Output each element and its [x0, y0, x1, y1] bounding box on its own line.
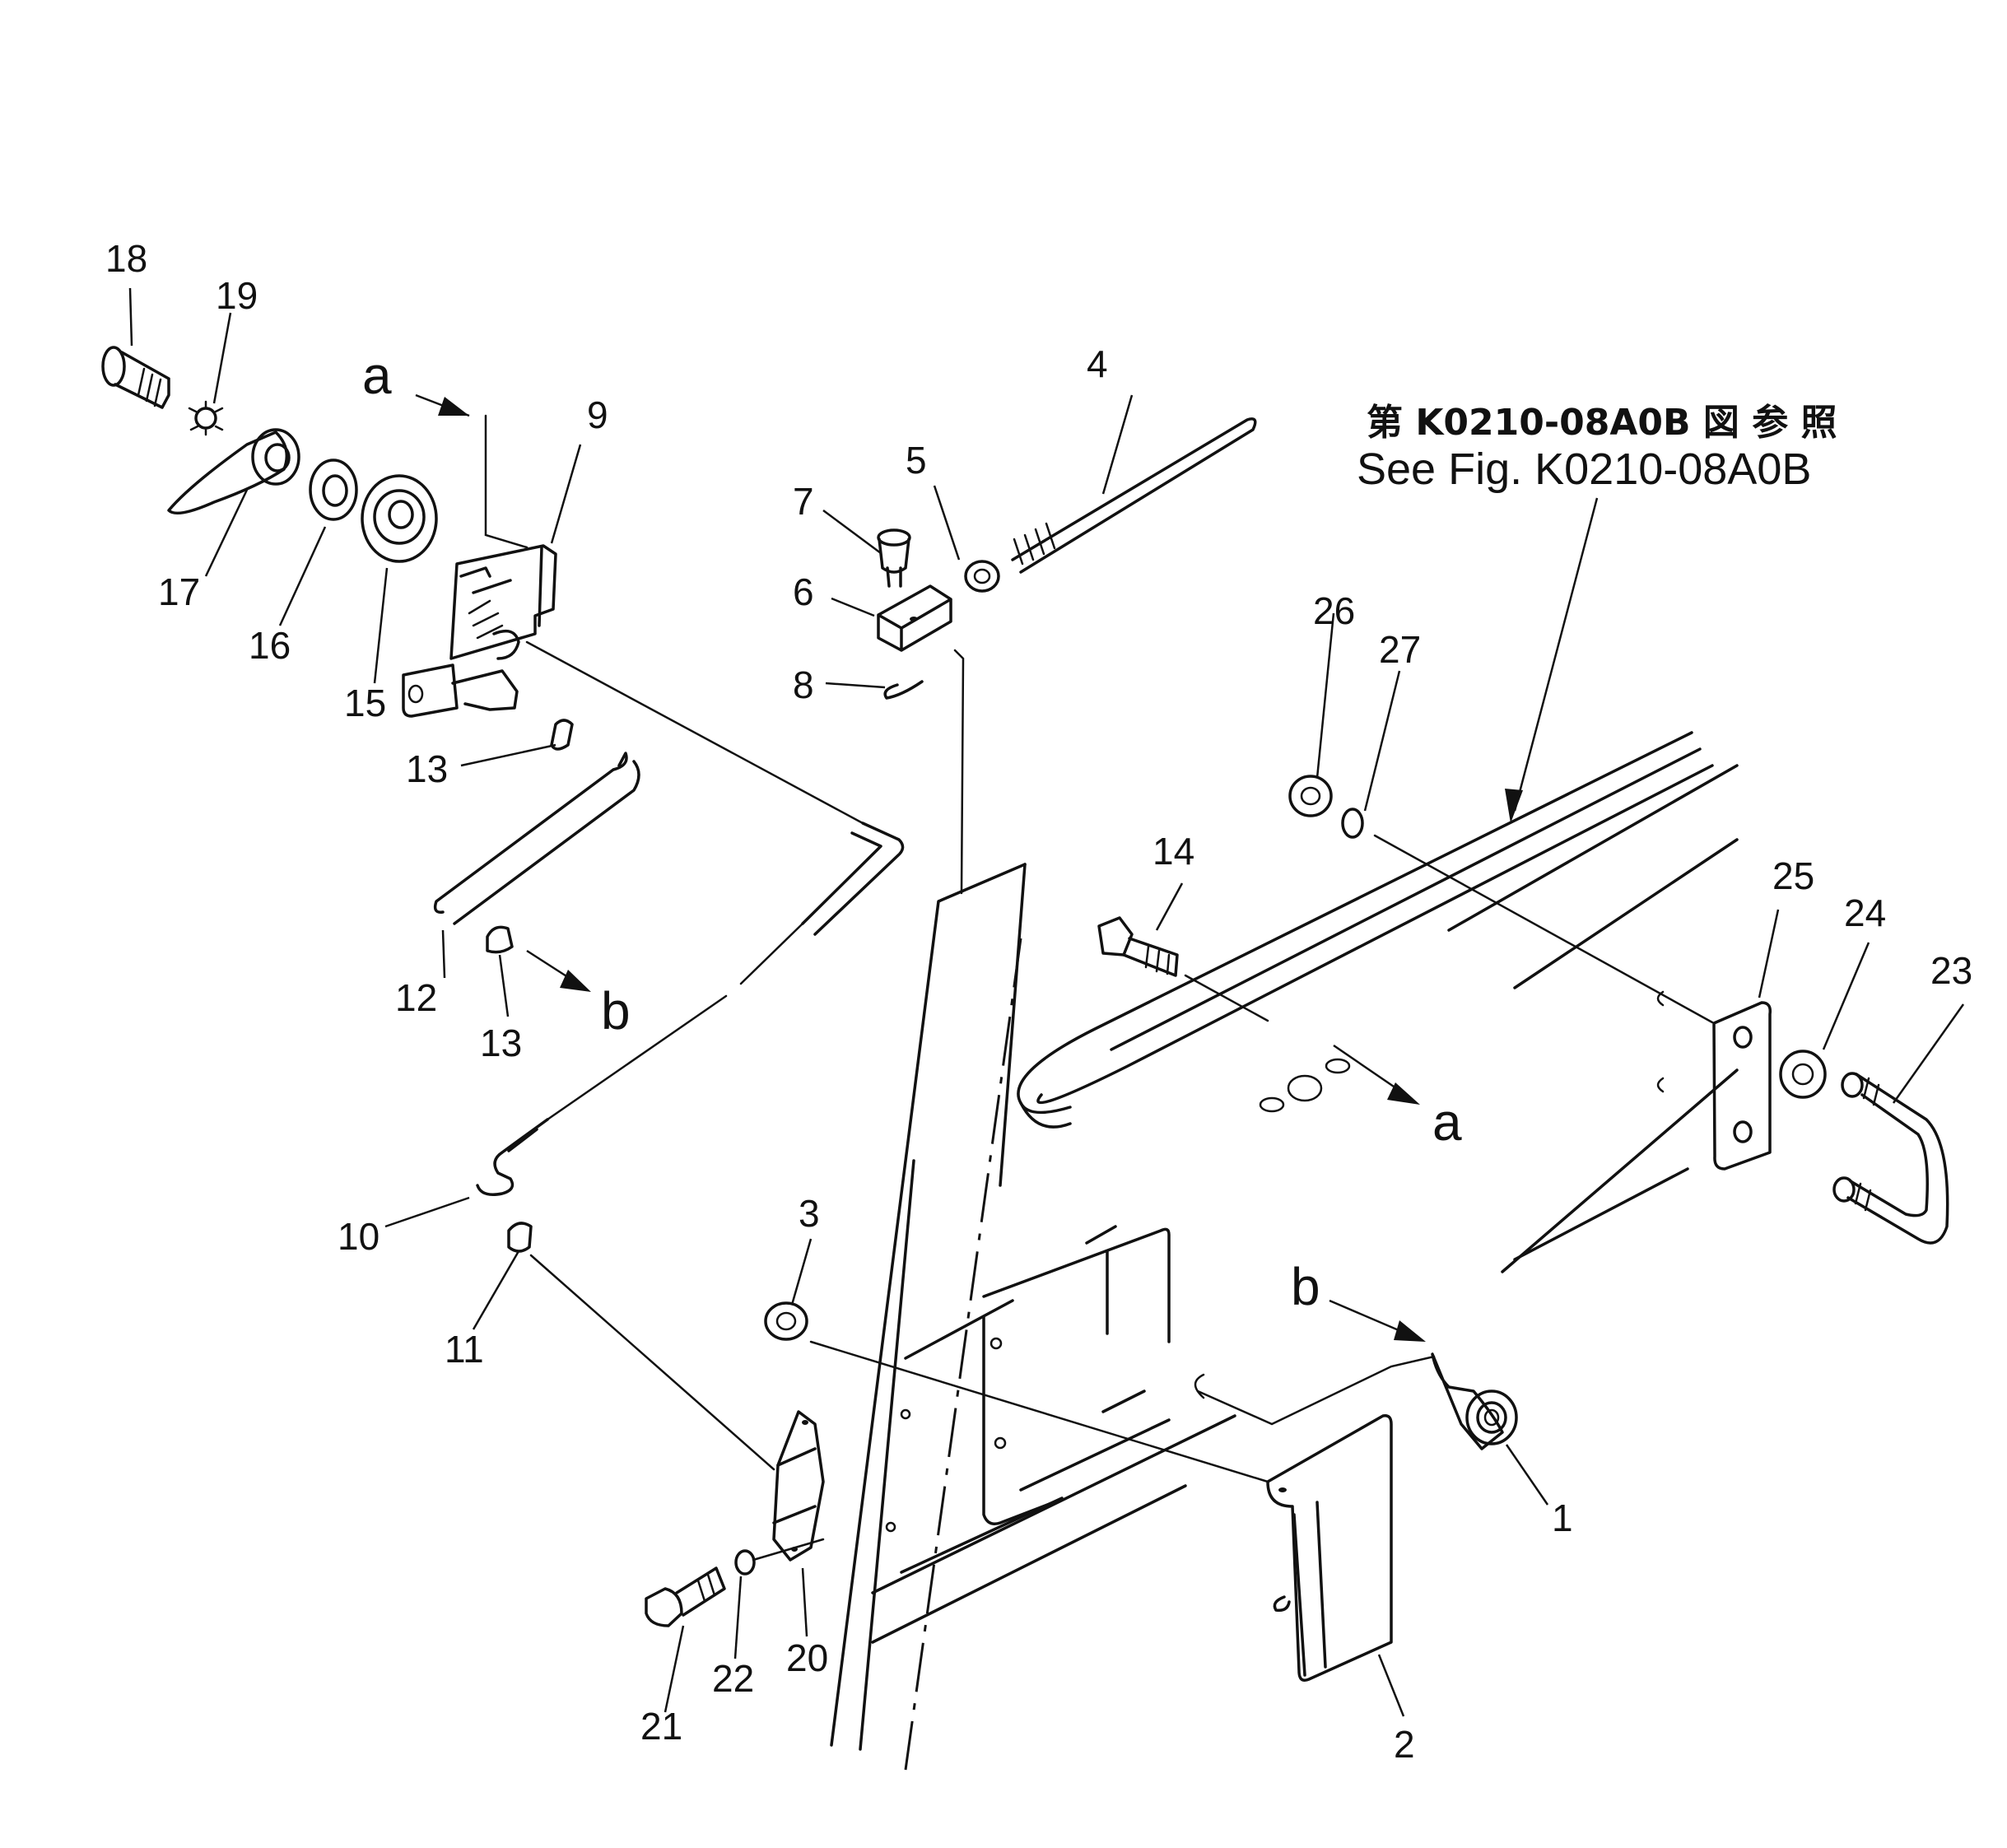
- lower-hinge: [645, 1410, 825, 1627]
- latch-assembly: [101, 346, 574, 1253]
- reference-japanese: 第 K0210-08A0B 図 参 照: [1367, 402, 1837, 444]
- callout-13b: 13: [480, 1022, 522, 1064]
- callout-2: 2: [1394, 1723, 1415, 1766]
- callout-11: 11: [445, 1328, 484, 1371]
- callout-23: 23: [1930, 949, 1972, 992]
- callout-15: 15: [344, 682, 386, 724]
- callout-19: 19: [216, 274, 258, 317]
- reference-english: See Fig. K0210-08A0B: [1357, 445, 1811, 494]
- marker-a-top: a: [362, 346, 392, 405]
- callout-16: 16: [249, 624, 291, 667]
- callout-18: 18: [105, 237, 147, 280]
- callout-27: 27: [1379, 628, 1421, 671]
- callout-21: 21: [640, 1705, 682, 1748]
- callout-26: 26: [1313, 589, 1355, 632]
- right-parts: [1097, 775, 1949, 1245]
- callout-17: 17: [158, 570, 200, 613]
- callout-8: 8: [793, 663, 814, 706]
- callout-12: 12: [395, 976, 437, 1019]
- cab-panel-structure: [830, 731, 1739, 1771]
- callout-6: 6: [793, 570, 814, 613]
- callout-10: 10: [338, 1215, 380, 1258]
- marker-b-right: b: [1291, 1257, 1320, 1316]
- callout-4: 4: [1087, 342, 1108, 385]
- callout-13a: 13: [406, 747, 448, 790]
- leader-lines: [128, 287, 1965, 1717]
- callout-3: 3: [799, 1192, 820, 1235]
- callout-24: 24: [1844, 891, 1886, 934]
- callout-14: 14: [1153, 830, 1194, 873]
- pin-assembly: [764, 417, 1518, 1682]
- callout-1: 1: [1552, 1497, 1573, 1539]
- callout-22: 22: [712, 1657, 754, 1700]
- callout-7: 7: [793, 480, 814, 523]
- marker-a-right: a: [1432, 1092, 1462, 1152]
- callout-9: 9: [587, 393, 608, 436]
- rod-links: [433, 640, 905, 1196]
- callout-5: 5: [906, 439, 927, 482]
- connection-arrows: [415, 393, 1523, 1342]
- callout-20: 20: [786, 1636, 828, 1679]
- marker-b-left: b: [601, 981, 631, 1040]
- callout-labels: 1 2 3 4 5 6 7 8 9 10 11 12 13 13 14 15 1…: [105, 237, 1972, 1766]
- callout-25: 25: [1772, 854, 1814, 897]
